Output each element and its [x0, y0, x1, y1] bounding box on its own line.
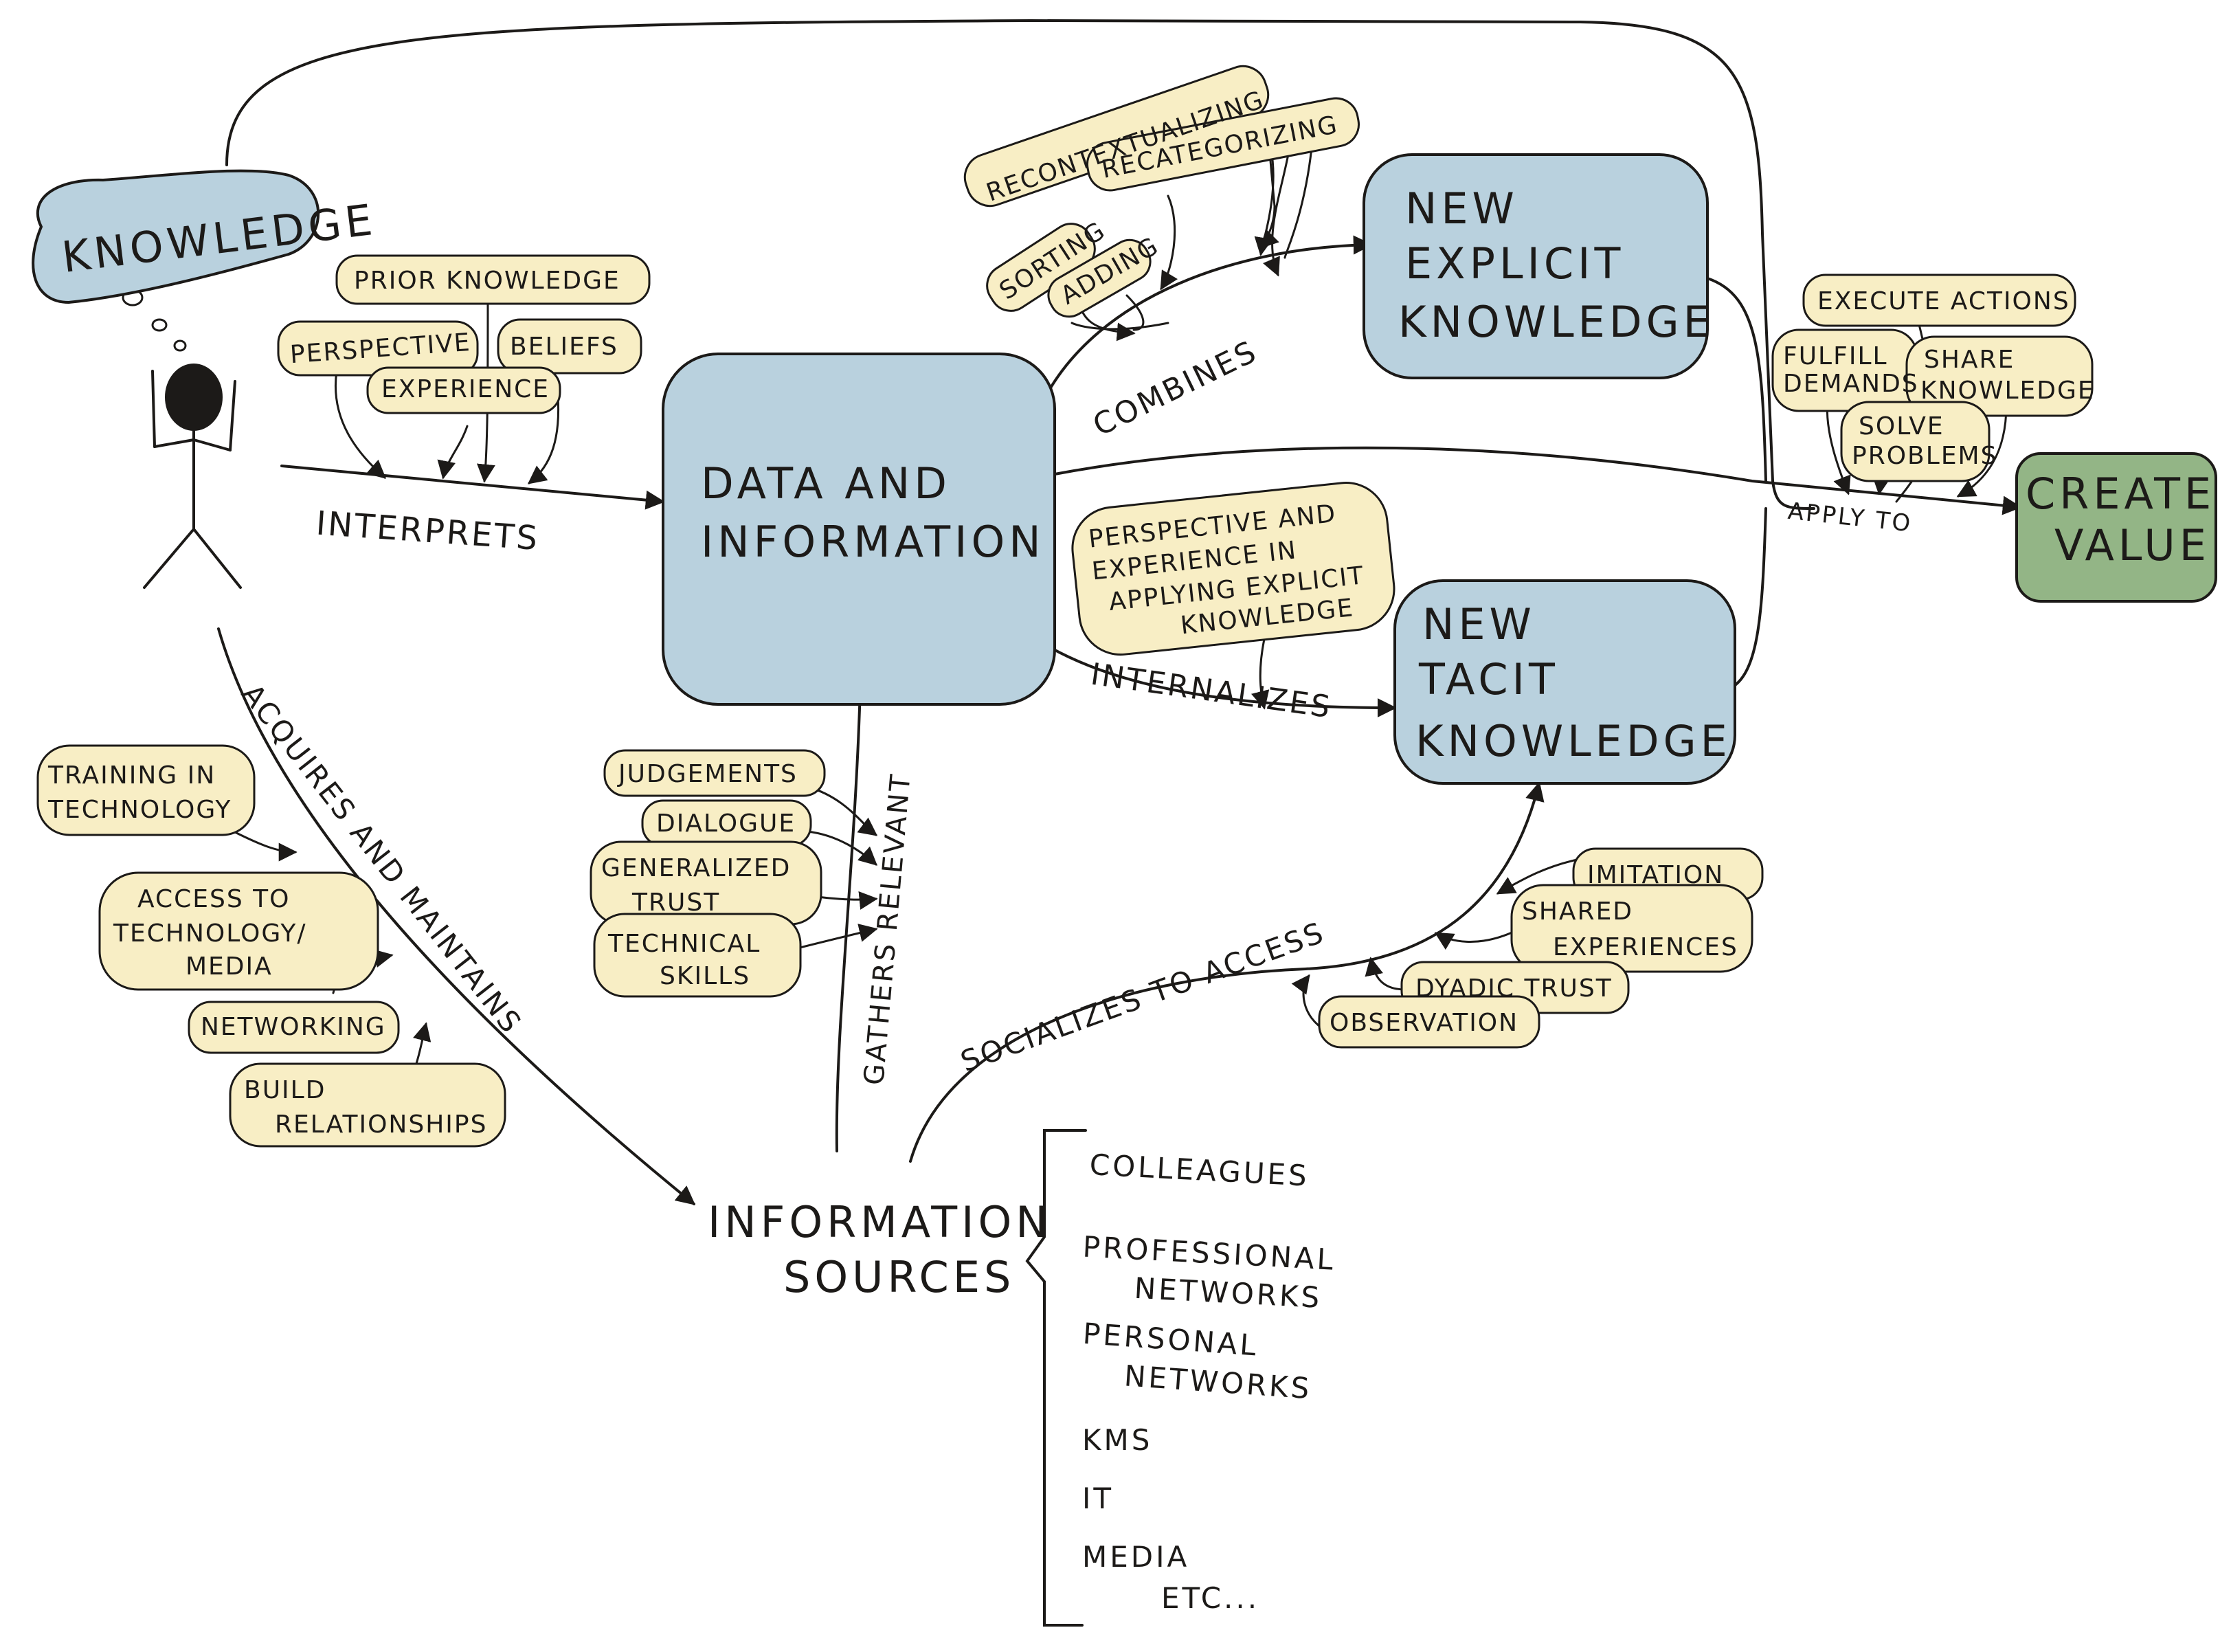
tag-trust-line2: TRUST — [631, 889, 720, 917]
stick-figure-icon — [143, 364, 242, 589]
socializes-label: SOCIALIZES TO ACCESS — [956, 915, 1330, 1079]
internalizes-arrow — [1049, 646, 1397, 717]
tag-observation: OBSERVATION — [1330, 1009, 1518, 1037]
tag-access-line2: TECHNOLOGY/ — [113, 919, 307, 948]
tag-shared-line2: EXPERIENCES — [1553, 933, 1738, 961]
tag-dyadic-trust: DYADIC TRUST — [1415, 974, 1613, 1003]
data-info-line2: INFORMATION — [701, 517, 1045, 567]
new-tacit-line1: NEW — [1422, 599, 1536, 649]
internalizes-label: INTERNALIZES — [1088, 657, 1334, 726]
tag-trust-line1: GENERALIZED — [601, 854, 791, 882]
gathers-arrow — [835, 685, 870, 1152]
combines-arrow — [1043, 235, 1373, 400]
tag-skills-line1: TECHNICAL — [607, 930, 761, 958]
source-professional-line2: NETWORKS — [1134, 1271, 1323, 1315]
source-it: IT — [1082, 1482, 1114, 1515]
sources-brace — [1025, 1129, 1087, 1627]
new-explicit-box — [1363, 153, 1709, 379]
tag-training-line2: TECHNOLOGY — [47, 796, 232, 824]
tag-build-line1: BUILD — [244, 1076, 326, 1104]
source-colleagues: COLLEAGUES — [1089, 1148, 1310, 1193]
new-explicit-line2: EXPLICIT — [1405, 238, 1624, 289]
tag-solve-line2: PROBLEMS — [1852, 442, 1997, 470]
source-media-line1: MEDIA — [1082, 1540, 1189, 1574]
source-personal-line2: NETWORKS — [1123, 1359, 1313, 1405]
combines-label: COMBINES — [1088, 334, 1263, 443]
new-explicit-line3: KNOWLEDGE — [1398, 297, 1714, 347]
tag-judgements: JUDGEMENTS — [617, 760, 798, 788]
acquires-arrow — [217, 627, 696, 1205]
tag-prior-knowledge: PRIOR KNOWLEDGE — [354, 267, 620, 295]
create-value-line2: VALUE — [2054, 520, 2210, 570]
socializes-arrow — [909, 781, 1545, 1163]
new-tacit-line3: KNOWLEDGE — [1415, 716, 1731, 766]
data-info-line1: DATA AND — [701, 458, 951, 509]
thought-bubbles-icon — [122, 289, 187, 352]
tag-fulfill-line1: FULFILL — [1783, 342, 1888, 370]
info-sources-line2: SOURCES — [783, 1252, 1015, 1302]
explicit-to-apply-line — [1706, 277, 1767, 482]
tag-execute-actions: EXECUTE ACTIONS — [1817, 287, 2070, 315]
new-tacit-line2: TACIT — [1418, 654, 1559, 704]
source-personal-line1: PERSONAL — [1081, 1317, 1259, 1363]
tag-dialogue: DIALOGUE — [656, 810, 796, 838]
create-value-line1: CREATE — [2026, 469, 2215, 519]
tag-beliefs: BELIEFS — [510, 333, 618, 361]
tag-networking: NETWORKING — [201, 1013, 386, 1041]
tacit-to-apply-line — [1723, 507, 1767, 692]
tag-share-line2: KNOWLEDGE — [1920, 377, 2095, 405]
tag-solve-line1: SOLVE — [1859, 412, 1944, 440]
apply-line — [1053, 446, 2022, 515]
tag-training-line1: TRAINING IN — [47, 761, 216, 790]
interprets-label: INTERPRETS — [315, 504, 541, 559]
apply-to-label: APPLY TO — [1786, 498, 1914, 538]
tag-experience: EXPERIENCE — [381, 375, 550, 403]
tag-imitation: IMITATION — [1587, 861, 1724, 889]
new-explicit-line1: NEW — [1405, 183, 1518, 234]
knowledge-loop-line — [225, 19, 1815, 510]
tag-access-line3: MEDIA — [186, 952, 273, 981]
data-info-box — [662, 353, 1056, 706]
interprets-arrow — [280, 465, 665, 510]
source-media-line2: ETC... — [1161, 1581, 1259, 1615]
tag-shared-line1: SHARED — [1522, 897, 1633, 926]
tag-share-line1: SHARE — [1924, 346, 2015, 374]
gathers-label: GATHERS RELEVANT — [858, 772, 917, 1086]
tag-access-line1: ACCESS TO — [137, 885, 291, 913]
create-value-box — [2015, 452, 2217, 603]
knowledge-cloud — [32, 169, 320, 304]
source-kms: KMS — [1082, 1423, 1152, 1457]
tag-fulfill-line2: DEMANDS — [1783, 370, 1919, 398]
tag-skills-line2: SKILLS — [660, 962, 750, 990]
new-tacit-box — [1393, 579, 1736, 785]
info-sources-line1: INFORMATION — [708, 1197, 1052, 1247]
tag-build-line2: RELATIONSHIPS — [275, 1110, 487, 1139]
source-professional-line1: PROFESSIONAL — [1082, 1230, 1337, 1277]
